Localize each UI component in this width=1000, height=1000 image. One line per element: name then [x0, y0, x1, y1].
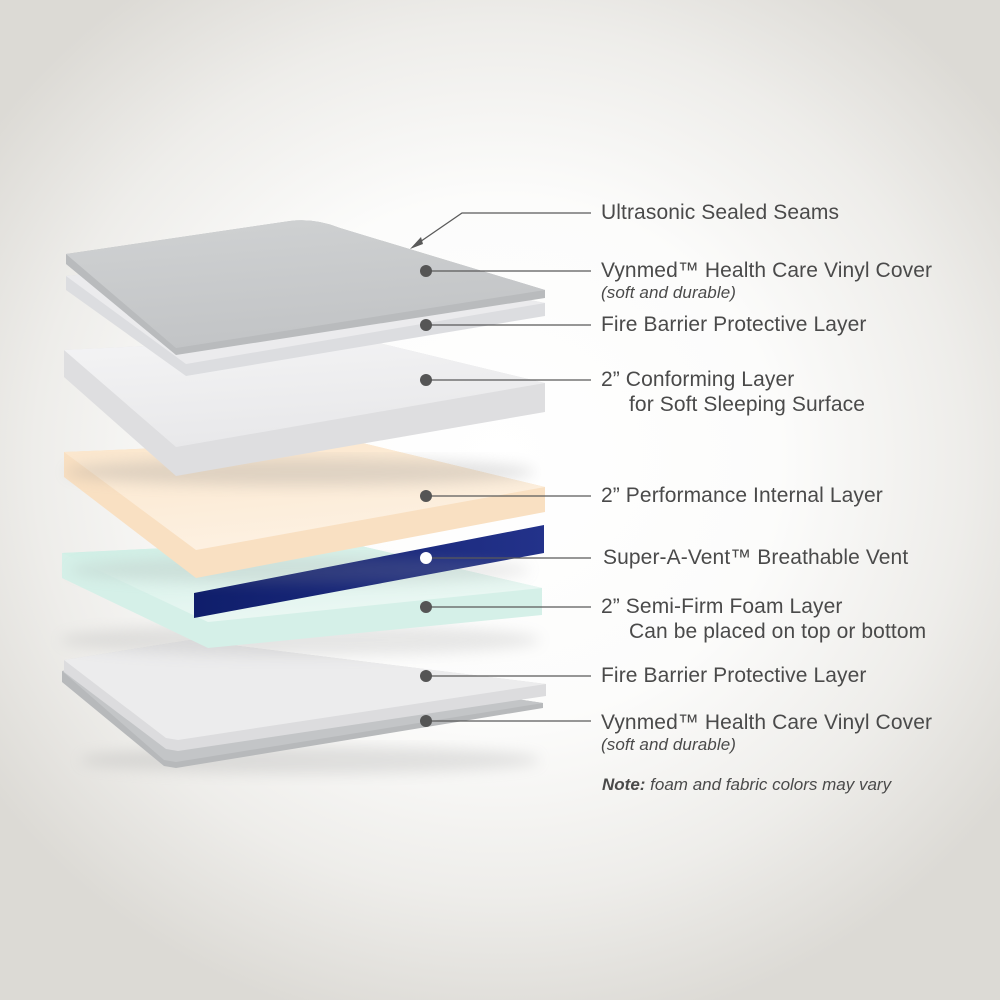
label-vinyl-bottom-text: Vynmed™ Health Care Vinyl Cover	[601, 711, 933, 734]
label-conforming-line1: 2” Conforming Layer	[601, 368, 795, 391]
label-fire-bottom-text: Fire Barrier Protective Layer	[601, 664, 867, 687]
label-vinyl-cover-bottom: Vynmed™ Health Care Vinyl Cover (soft an…	[601, 710, 932, 755]
label-semi-firm-line1: 2” Semi-Firm Foam Layer	[601, 595, 843, 618]
leader-dots	[420, 265, 432, 727]
label-vinyl-bottom-subtext: (soft and durable)	[601, 735, 737, 754]
seams-arrowhead-icon	[410, 237, 423, 249]
label-fire-barrier-bottom: Fire Barrier Protective Layer	[601, 663, 866, 688]
label-seams-text: Ultrasonic Sealed Seams	[601, 201, 840, 224]
dot-fire-top	[420, 319, 432, 331]
label-fire-top-text: Fire Barrier Protective Layer	[601, 313, 867, 336]
label-conforming-layer: 2” Conforming Layer for Soft Sleeping Su…	[601, 367, 865, 417]
label-vinyl-top-subtext: (soft and durable)	[601, 283, 737, 302]
label-semi-firm-foam: 2” Semi-Firm Foam Layer Can be placed on…	[601, 594, 926, 644]
dot-performance	[420, 490, 432, 502]
label-fire-barrier-top: Fire Barrier Protective Layer	[601, 312, 866, 337]
label-vinyl-cover-top: Vynmed™ Health Care Vinyl Cover (soft an…	[601, 258, 932, 303]
label-breathable-vent: Super-A-Vent™ Breathable Vent	[603, 545, 908, 570]
label-performance-layer: 2” Performance Internal Layer	[601, 483, 883, 508]
dot-semi-firm	[420, 601, 432, 613]
note-text: foam and fabric colors may vary	[645, 775, 892, 794]
label-ultrasonic-sealed-seams: Ultrasonic Sealed Seams	[601, 200, 839, 225]
layer-fire-barrier-bottom	[64, 640, 546, 751]
label-conforming-line2: for Soft Sleeping Surface	[629, 393, 865, 416]
dot-conforming	[420, 374, 432, 386]
layer-conforming	[64, 336, 545, 486]
dot-vent	[420, 552, 432, 564]
label-semi-firm-line2: Can be placed on top or bottom	[629, 620, 927, 643]
leader-lines	[413, 212, 591, 722]
label-vinyl-top-text: Vynmed™ Health Care Vinyl Cover	[601, 259, 933, 282]
dot-fire-bottom	[420, 670, 432, 682]
note-bold-prefix: Note:	[602, 775, 646, 794]
leader-seams	[413, 212, 591, 247]
dot-vinyl-bottom	[420, 715, 432, 727]
label-performance-text: 2” Performance Internal Layer	[601, 484, 883, 507]
dot-vinyl-top	[420, 265, 432, 277]
layer-vinyl-cover-top	[66, 220, 545, 355]
color-variance-note: Note: foam and fabric colors may vary	[602, 775, 891, 795]
label-vent-text: Super-A-Vent™ Breathable Vent	[603, 546, 909, 569]
